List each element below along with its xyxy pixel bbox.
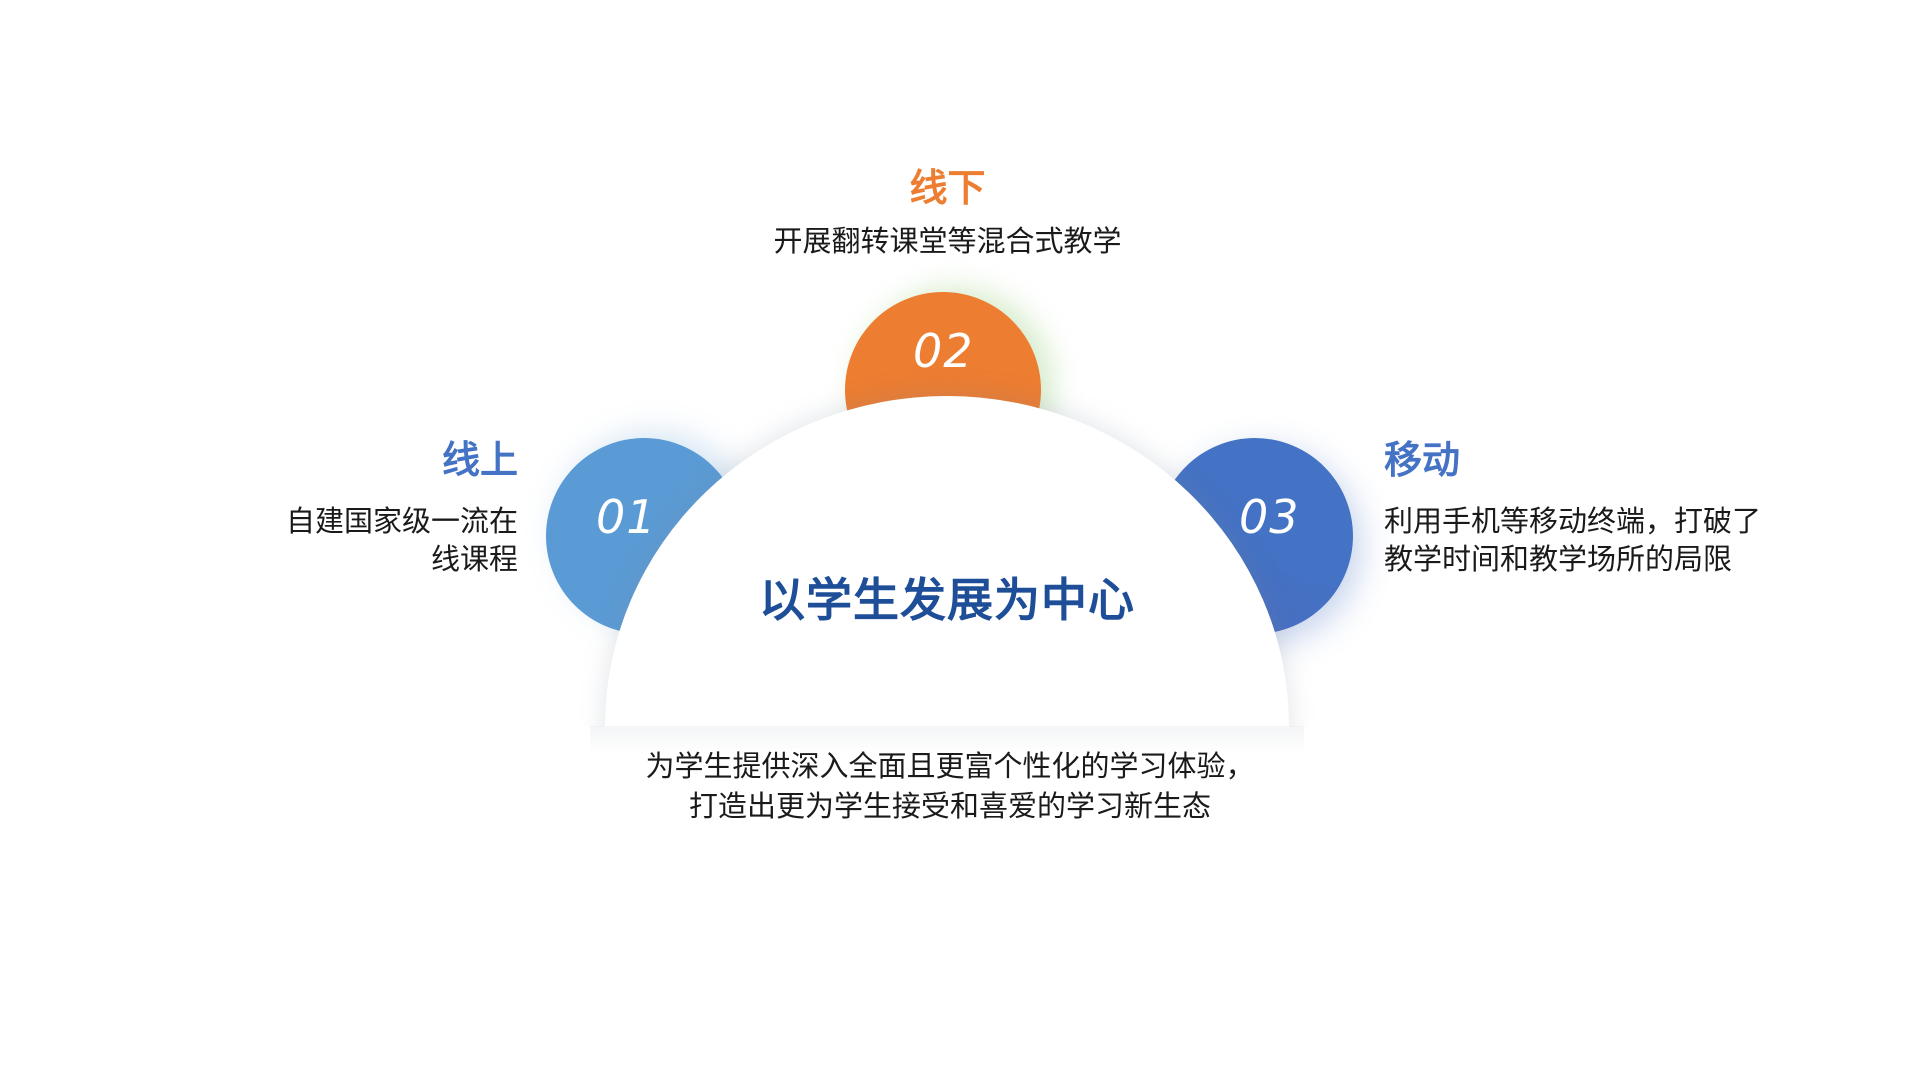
item-01-desc-line-1: 自建国家级一流在 — [285, 504, 518, 538]
item-01-description: 自建国家级一流在 线课程 — [248, 502, 518, 578]
item-03-title: 移动 — [1384, 438, 1461, 482]
item-03-desc-line-1: 利用手机等移动终端，打破了 — [1384, 504, 1762, 538]
item-01-title: 线上 — [441, 438, 518, 482]
item-03-desc-line-2: 教学时间和教学场所的局限 — [1384, 542, 1733, 576]
item-02-title: 线下 — [909, 166, 986, 210]
center-desc-line-2: 打造出更为学生接受和喜爱的学习新生态 — [688, 789, 1211, 823]
center-title: 以学生发展为中心 — [759, 573, 1135, 627]
center-description: 为学生提供深入全面且更富个性化的学习体验， 打造出更为学生接受和喜爱的学习新生态 — [560, 746, 1340, 826]
item-03-number: 03 — [1239, 490, 1300, 544]
item-03-description: 利用手机等移动终端，打破了 教学时间和教学场所的局限 — [1384, 502, 1824, 578]
item-02-number: 02 — [913, 324, 974, 378]
item-01-desc-line-2: 线课程 — [430, 542, 518, 576]
item-02-desc-line-1: 开展翻转课堂等混合式教学 — [773, 224, 1122, 258]
item-02-description: 开展翻转课堂等混合式教学 — [0, 222, 1895, 260]
center-desc-line-1: 为学生提供深入全面且更富个性化的学习体验， — [645, 749, 1255, 783]
dome-base-shadow — [590, 726, 1304, 766]
item-01-number: 01 — [596, 490, 657, 544]
